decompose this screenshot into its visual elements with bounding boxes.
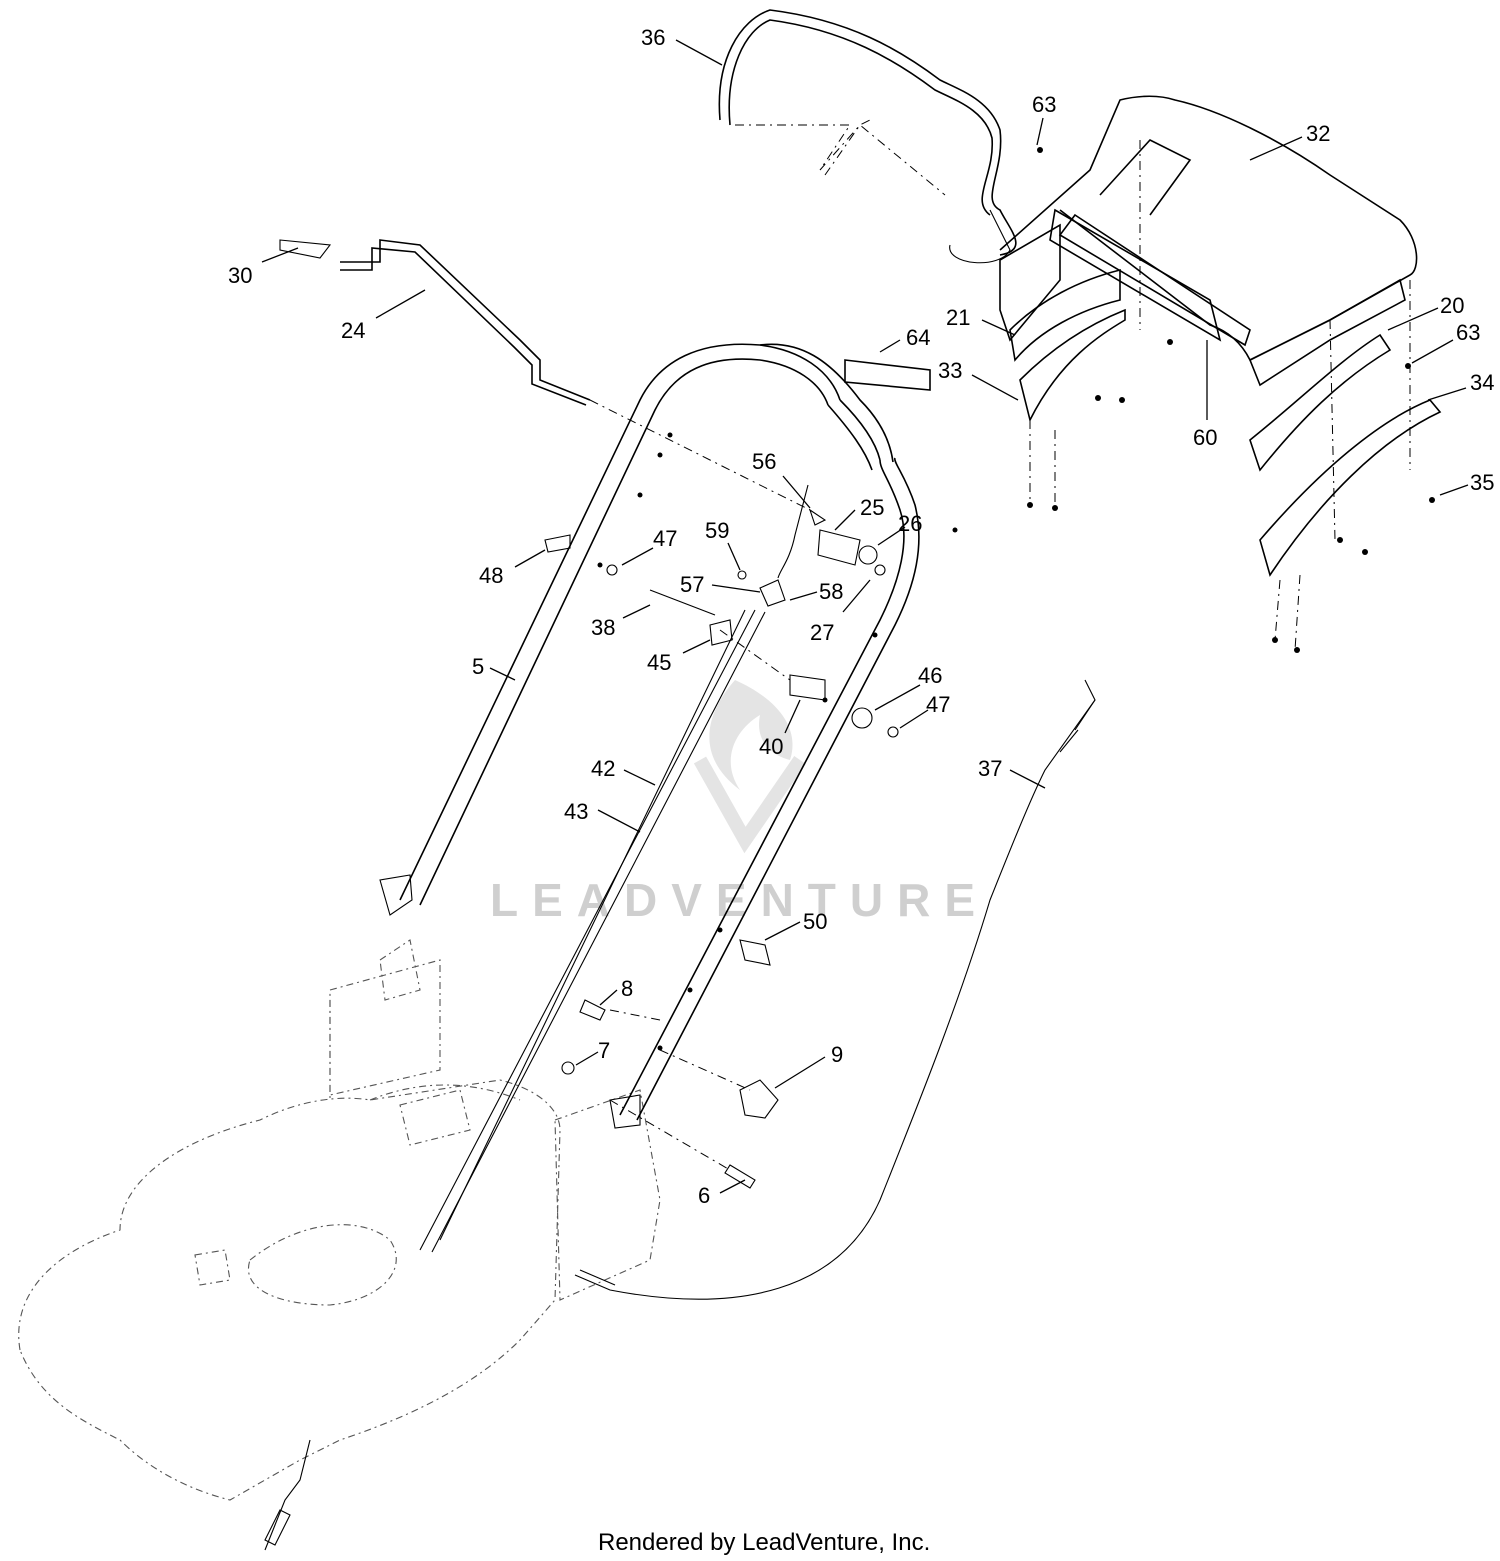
part-label-64: 64 xyxy=(906,325,930,350)
part-label-56: 56 xyxy=(752,449,776,474)
part-label-7: 7 xyxy=(598,1038,610,1063)
part-label-47: 47 xyxy=(926,692,950,717)
part-label-35: 35 xyxy=(1470,470,1494,495)
mower-deck xyxy=(18,939,661,1501)
part-label-33: 33 xyxy=(938,358,962,383)
part-labels: 36 63 32 30 24 21 20 63 64 33 34 60 35 5… xyxy=(228,25,1494,1208)
small-parts xyxy=(544,484,899,1189)
part-label-43: 43 xyxy=(564,799,588,824)
leader-lines xyxy=(261,39,1469,1194)
part-label-34: 34 xyxy=(1470,370,1494,395)
part-label-30: 30 xyxy=(228,263,252,288)
cable-end xyxy=(264,1439,311,1551)
cable xyxy=(574,679,1096,1300)
part-label-25: 25 xyxy=(860,495,884,520)
part-label-47: 47 xyxy=(653,526,677,551)
part-label-50: 50 xyxy=(803,909,827,934)
part-label-8: 8 xyxy=(621,976,633,1001)
part-label-9: 9 xyxy=(831,1042,843,1067)
rod-24 xyxy=(279,239,811,511)
part-label-27: 27 xyxy=(810,620,834,645)
part-label-48: 48 xyxy=(479,563,503,588)
part-label-46: 46 xyxy=(918,663,942,688)
part-label-26: 26 xyxy=(898,511,922,536)
part-label-40: 40 xyxy=(759,734,783,759)
control-rods xyxy=(419,609,766,1253)
part-label-36: 36 xyxy=(641,25,665,50)
part-label-24: 24 xyxy=(341,318,365,343)
render-credit: Rendered by LeadVenture, Inc. xyxy=(598,1529,930,1556)
part-label-63: 63 xyxy=(1456,320,1480,345)
part-label-37: 37 xyxy=(978,756,1002,781)
control-bail xyxy=(718,9,1017,264)
watermark-text: LEADVENTURE xyxy=(490,874,989,926)
part-label-6: 6 xyxy=(698,1183,710,1208)
console xyxy=(999,95,1418,387)
part-label-45: 45 xyxy=(647,650,671,675)
pads xyxy=(844,213,1251,391)
part-label-60: 60 xyxy=(1193,425,1217,450)
part-label-21: 21 xyxy=(946,305,970,330)
screws xyxy=(1027,147,1435,653)
part-label-59: 59 xyxy=(705,518,729,543)
part-label-57: 57 xyxy=(680,572,704,597)
part-label-58: 58 xyxy=(819,579,843,604)
part-label-20: 20 xyxy=(1440,293,1464,318)
side-brackets xyxy=(1009,140,1442,651)
handle-frame xyxy=(379,343,958,1129)
part-label-42: 42 xyxy=(591,756,615,781)
part-label-5: 5 xyxy=(472,654,484,679)
part-label-32: 32 xyxy=(1306,121,1330,146)
part-label-38: 38 xyxy=(591,615,615,640)
part-label-63: 63 xyxy=(1032,92,1056,117)
